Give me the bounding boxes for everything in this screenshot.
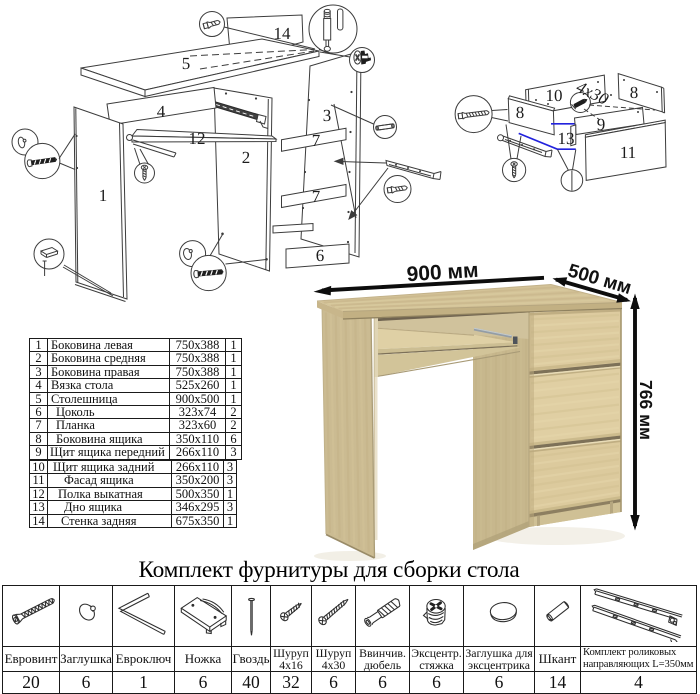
svg-text:8: 8 — [516, 103, 525, 122]
svg-text:5: 5 — [182, 54, 191, 73]
svg-text:14: 14 — [274, 24, 292, 43]
svg-text:11: 11 — [620, 143, 636, 162]
svg-text:4: 4 — [157, 102, 166, 121]
svg-text:13: 13 — [558, 129, 575, 148]
svg-text:900 мм: 900 мм — [406, 259, 479, 286]
svg-text:9: 9 — [597, 115, 606, 134]
svg-text:2: 2 — [242, 148, 251, 167]
svg-text:6: 6 — [316, 246, 325, 265]
svg-text:12: 12 — [189, 129, 206, 148]
svg-text:7: 7 — [312, 131, 321, 150]
svg-text:766 мм: 766 мм — [636, 380, 656, 440]
svg-text:1: 1 — [99, 186, 108, 205]
svg-text:7: 7 — [312, 187, 321, 206]
svg-text:3: 3 — [323, 106, 332, 125]
svg-text:8: 8 — [630, 83, 639, 102]
svg-text:10: 10 — [546, 86, 563, 105]
